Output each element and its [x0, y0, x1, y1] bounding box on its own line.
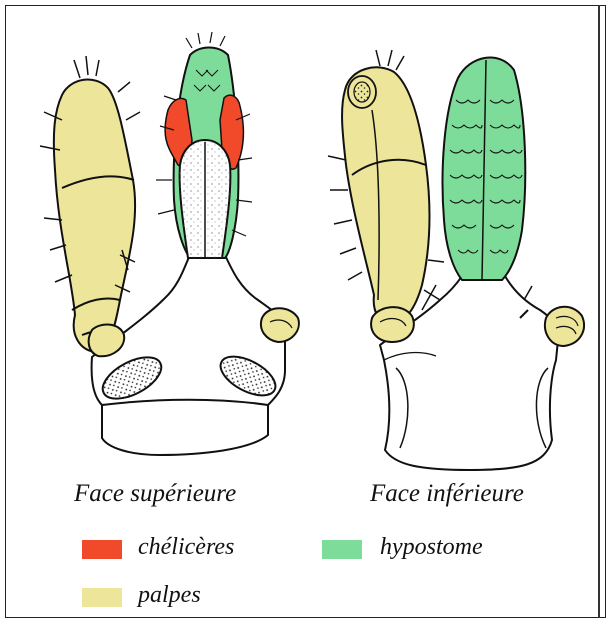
caption-upper-face: Face supérieure — [74, 480, 236, 508]
upper-face-figure — [40, 32, 299, 455]
legend-swatch-chelicerae — [82, 540, 122, 559]
legend-label-hypostome: hypostome — [380, 534, 483, 561]
upper-left-palp — [54, 80, 135, 352]
caption-lower-face: Face inférieure — [370, 480, 524, 508]
lower-left-knob — [371, 307, 414, 342]
legend-swatch-hypostome — [322, 540, 362, 559]
legend-label-chelicerae: chélicères — [138, 534, 234, 561]
upper-right-knob — [261, 308, 299, 342]
legend-label-palps: palpes — [138, 582, 201, 609]
legend-swatch-palps — [82, 588, 122, 607]
lower-face-figure — [328, 50, 584, 470]
